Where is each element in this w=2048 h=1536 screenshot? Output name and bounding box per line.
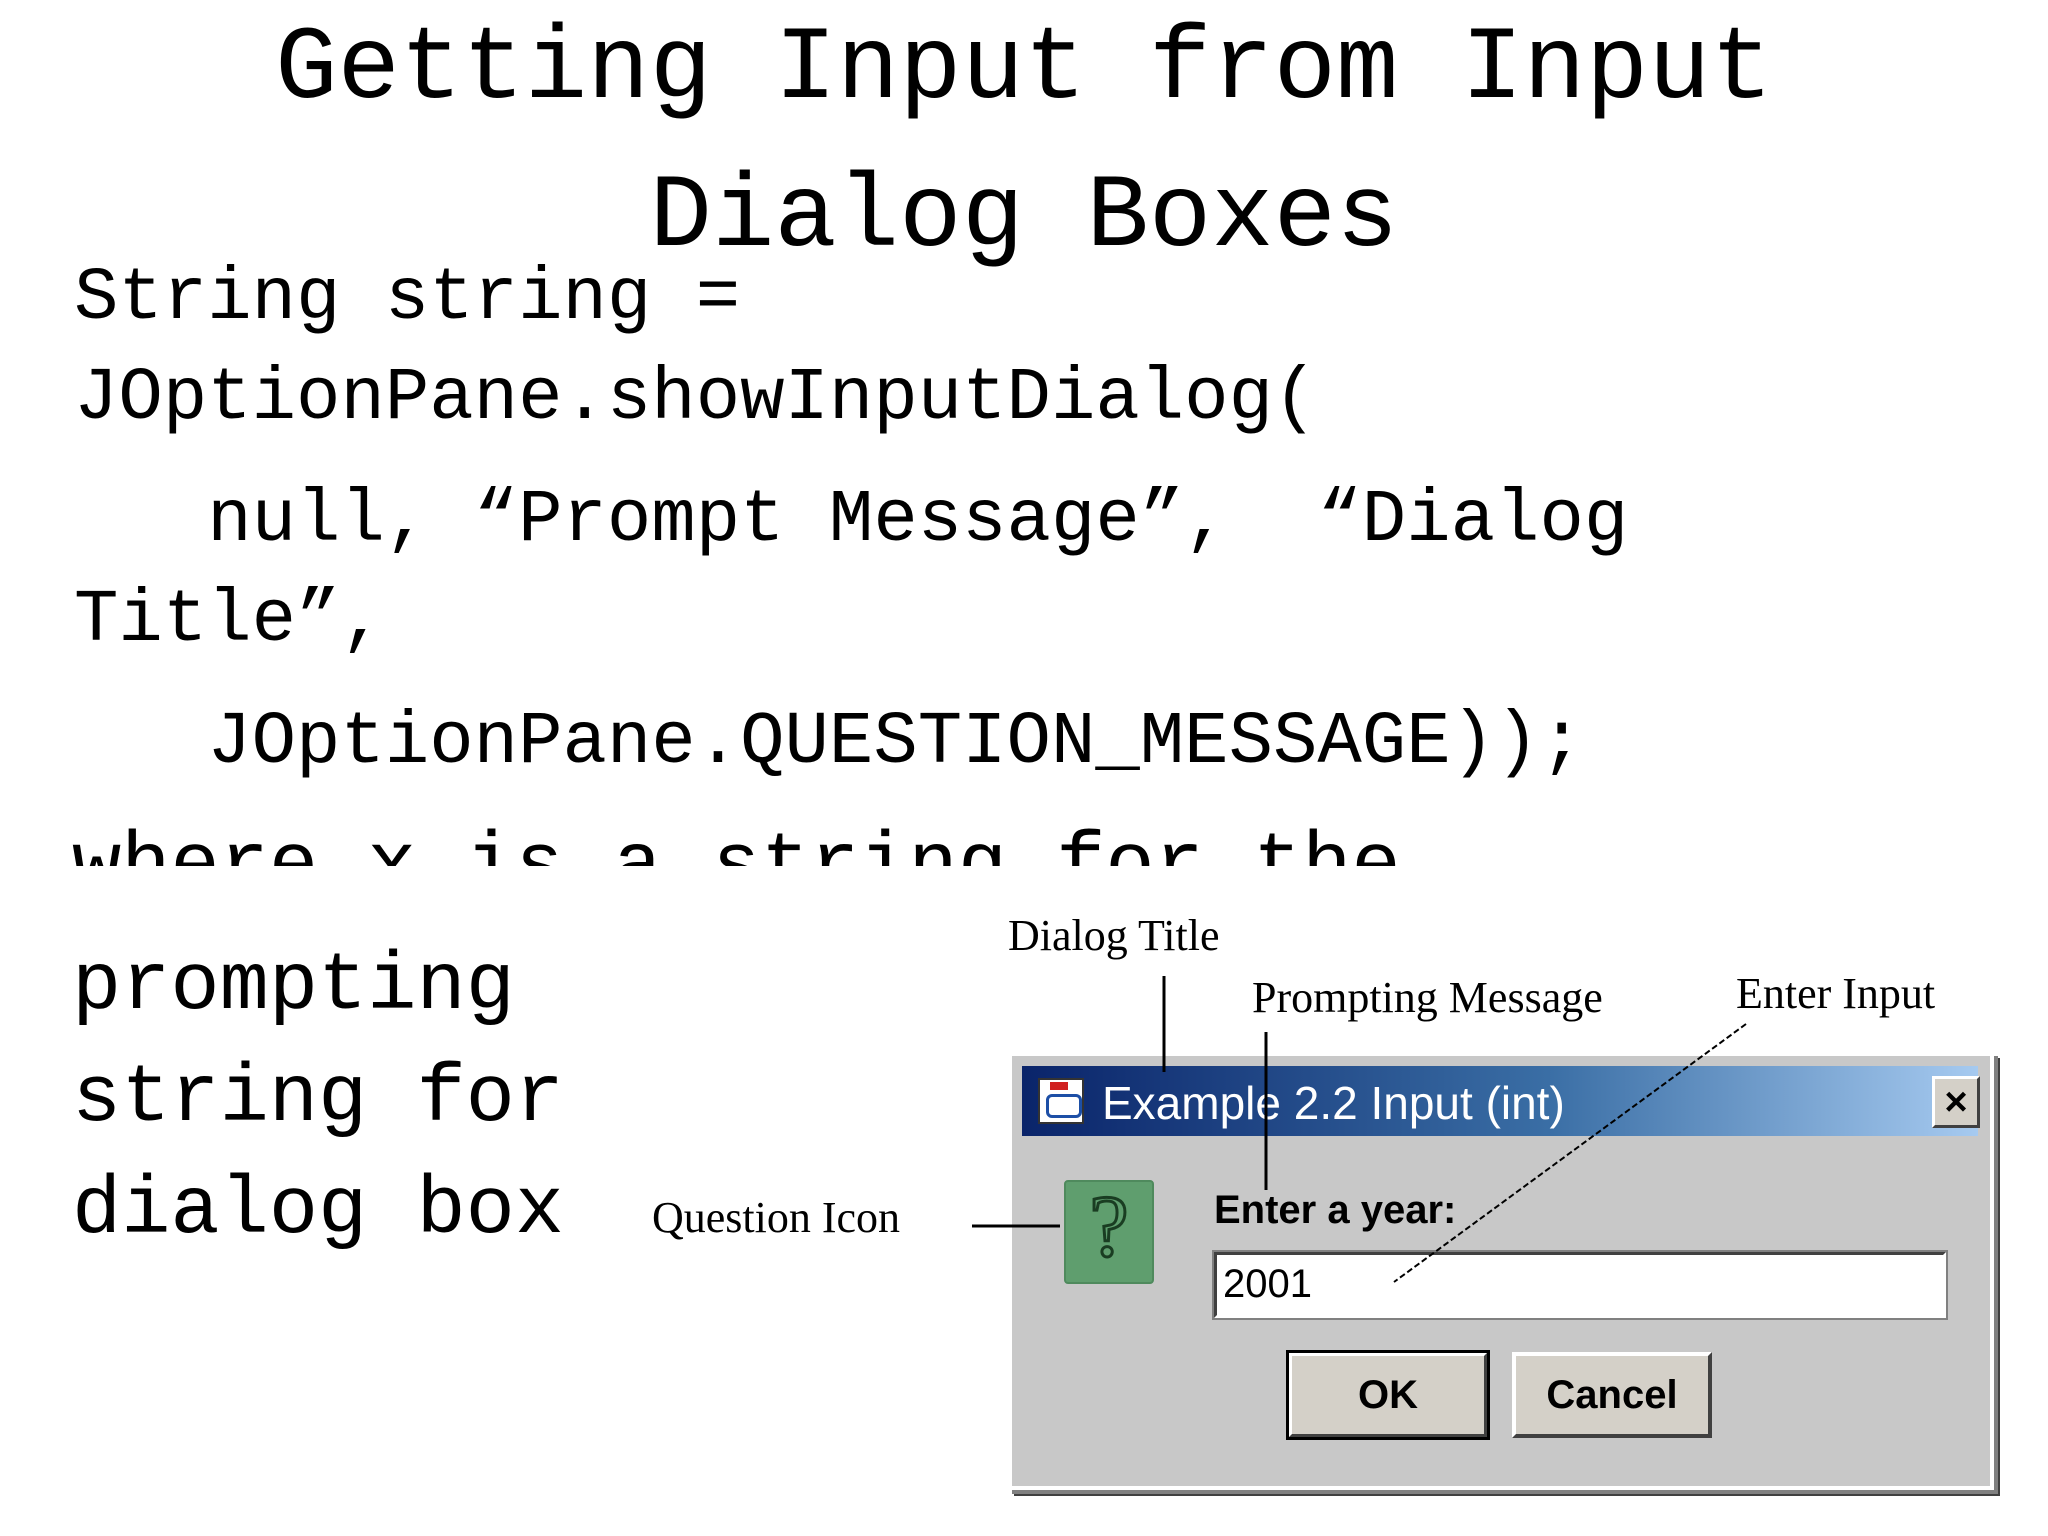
body-line-3: string for — [72, 1052, 565, 1145]
close-button[interactable]: × — [1932, 1076, 1980, 1128]
code-line-2: JOptionPane.showInputDialog( — [74, 357, 1318, 441]
question-icon: ? — [1064, 1180, 1154, 1284]
slide-title-line-1: Getting Input from Input — [275, 11, 1773, 129]
body-line-1-clip: where x is a string for the — [72, 826, 1632, 866]
callout-question-icon: Question Icon — [652, 1193, 901, 1242]
leader-enter-input — [1393, 1023, 1747, 1283]
ok-button[interactable]: OK — [1286, 1350, 1490, 1440]
code-line-5: JOptionPane.QUESTION_MESSAGE)); — [74, 701, 1584, 785]
callout-dialog-title: Dialog Title — [1008, 911, 1220, 960]
dialog-titlebar[interactable]: Example 2.2 Input (int) × — [1022, 1066, 1980, 1136]
dialog-title: Example 2.2 Input (int) — [1102, 1077, 1565, 1129]
code-line-1: String string = — [74, 257, 741, 341]
slide-title-line-2: Dialog Boxes — [649, 159, 1399, 277]
java-app-icon — [1038, 1078, 1084, 1124]
code-line-4: Title”, — [74, 579, 385, 663]
body-line-4: dialog box — [72, 1164, 565, 1257]
body-line-1: where x is a string for the — [72, 826, 1401, 866]
year-input[interactable]: 2001 — [1212, 1250, 1948, 1320]
cancel-button[interactable]: Cancel — [1512, 1352, 1712, 1438]
close-icon: × — [1944, 1080, 1968, 1124]
input-dialog: Example 2.2 Input (int) × ? Enter a year… — [1008, 1052, 1994, 1490]
prompt-message: Enter a year: — [1214, 1188, 1457, 1232]
callout-prompting-message: Prompting Message — [1252, 973, 1603, 1022]
question-icon-glyph: ? — [1088, 1179, 1130, 1276]
body-line-2: prompting — [72, 940, 515, 1033]
code-line-3: null, “Prompt Message”, “Dialog — [74, 479, 1629, 563]
callout-enter-input: Enter Input — [1736, 969, 1936, 1018]
body-x-variable: x — [367, 826, 416, 866]
body-rest: is a string for the — [416, 826, 1401, 866]
body-where: where — [72, 826, 367, 866]
